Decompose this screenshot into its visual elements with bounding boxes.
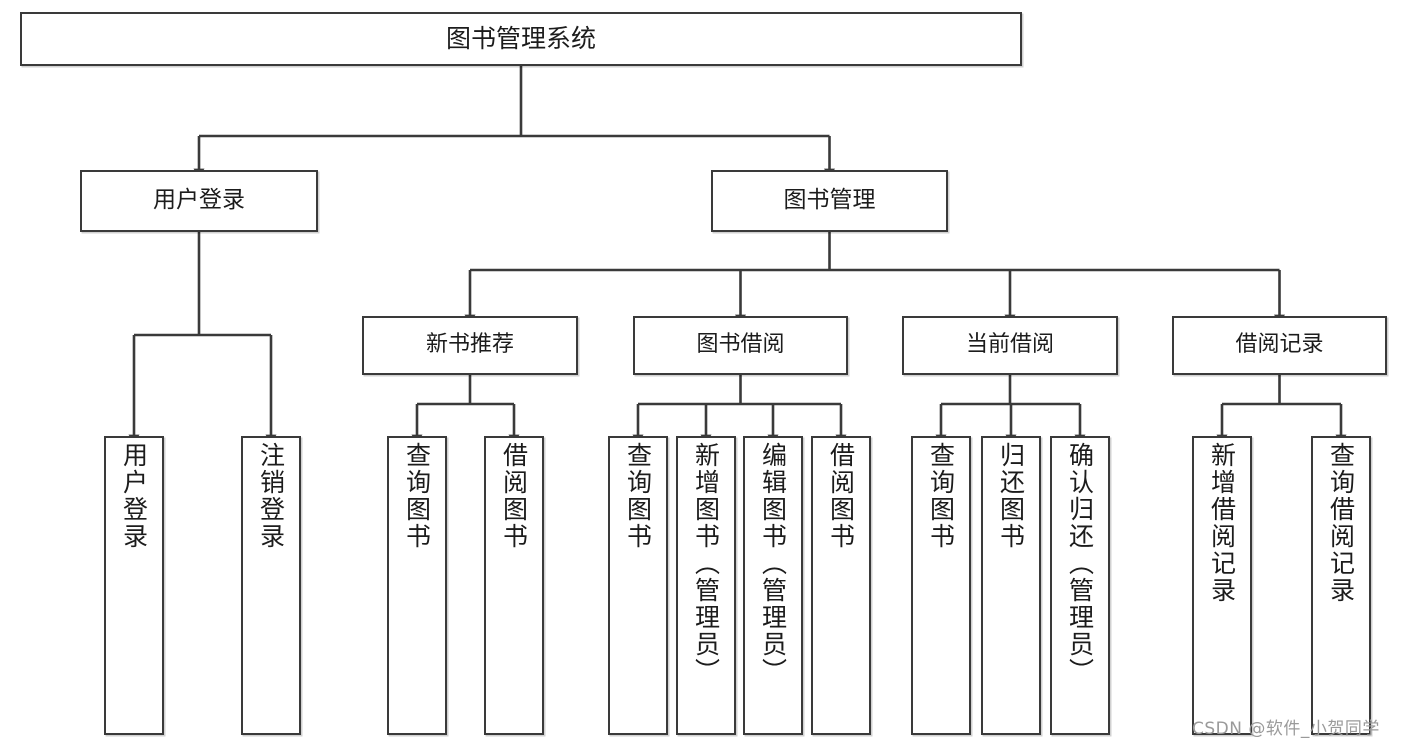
node-leaf-confirm-return[interactable]: 确认归还（管理员） xyxy=(1050,436,1110,735)
node-label-leaf-confirm-return: 确认归还（管理员） xyxy=(1065,442,1095,685)
node-leaf-query-book-b[interactable]: 查询图书 xyxy=(608,436,668,735)
node-leaf-return-book[interactable]: 归还图书 xyxy=(981,436,1041,735)
node-root[interactable]: 图书管理系统 xyxy=(20,12,1022,66)
node-label-leaf-add-record: 新增借阅记录 xyxy=(1207,442,1237,604)
node-book-manage[interactable]: 图书管理 xyxy=(711,170,948,232)
node-leaf-borrow-book-b[interactable]: 借阅图书 xyxy=(811,436,871,735)
node-label-leaf-query-record: 查询借阅记录 xyxy=(1326,442,1356,604)
node-leaf-add-record[interactable]: 新增借阅记录 xyxy=(1192,436,1252,735)
node-current-borrow[interactable]: 当前借阅 xyxy=(902,316,1118,375)
node-label-borrow-record: 借阅记录 xyxy=(1235,332,1324,358)
node-user-login[interactable]: 用户登录 xyxy=(80,170,318,232)
node-label-book-borrow: 图书借阅 xyxy=(696,332,785,358)
node-label-leaf-query-book-b: 查询图书 xyxy=(623,442,653,550)
node-leaf-query-record[interactable]: 查询借阅记录 xyxy=(1311,436,1371,735)
node-borrow-record[interactable]: 借阅记录 xyxy=(1172,316,1387,375)
node-leaf-user-login[interactable]: 用户登录 xyxy=(104,436,164,735)
node-label-leaf-add-book: 新增图书（管理员） xyxy=(691,442,721,685)
node-leaf-query-book-a[interactable]: 查询图书 xyxy=(387,436,447,735)
node-label-book-manage: 图书管理 xyxy=(783,187,876,214)
node-label-root: 图书管理系统 xyxy=(445,24,596,53)
node-leaf-user-logout[interactable]: 注销登录 xyxy=(241,436,301,735)
node-leaf-query-book-c[interactable]: 查询图书 xyxy=(911,436,971,735)
node-label-leaf-query-book-c: 查询图书 xyxy=(926,442,956,550)
node-label-leaf-borrow-book-a: 借阅图书 xyxy=(499,442,529,550)
node-label-leaf-query-book-a: 查询图书 xyxy=(402,442,432,550)
node-leaf-add-book[interactable]: 新增图书（管理员） xyxy=(676,436,736,735)
watermark-text: CSDN @软件_小贺同学 xyxy=(1192,719,1380,739)
node-label-leaf-borrow-book-b: 借阅图书 xyxy=(826,442,856,550)
node-leaf-borrow-book-a[interactable]: 借阅图书 xyxy=(484,436,544,735)
node-label-new-book-rec: 新书推荐 xyxy=(425,332,514,358)
node-label-leaf-user-login: 用户登录 xyxy=(119,442,149,550)
node-label-user-login: 用户登录 xyxy=(153,187,245,214)
node-book-borrow[interactable]: 图书借阅 xyxy=(633,316,848,375)
node-label-leaf-user-logout: 注销登录 xyxy=(256,442,286,550)
node-label-current-borrow: 当前借阅 xyxy=(965,332,1054,358)
node-label-leaf-edit-book: 编辑图书（管理员） xyxy=(758,442,788,685)
node-new-book-rec[interactable]: 新书推荐 xyxy=(362,316,578,375)
node-leaf-edit-book[interactable]: 编辑图书（管理员） xyxy=(743,436,803,735)
node-label-leaf-return-book: 归还图书 xyxy=(996,442,1026,550)
